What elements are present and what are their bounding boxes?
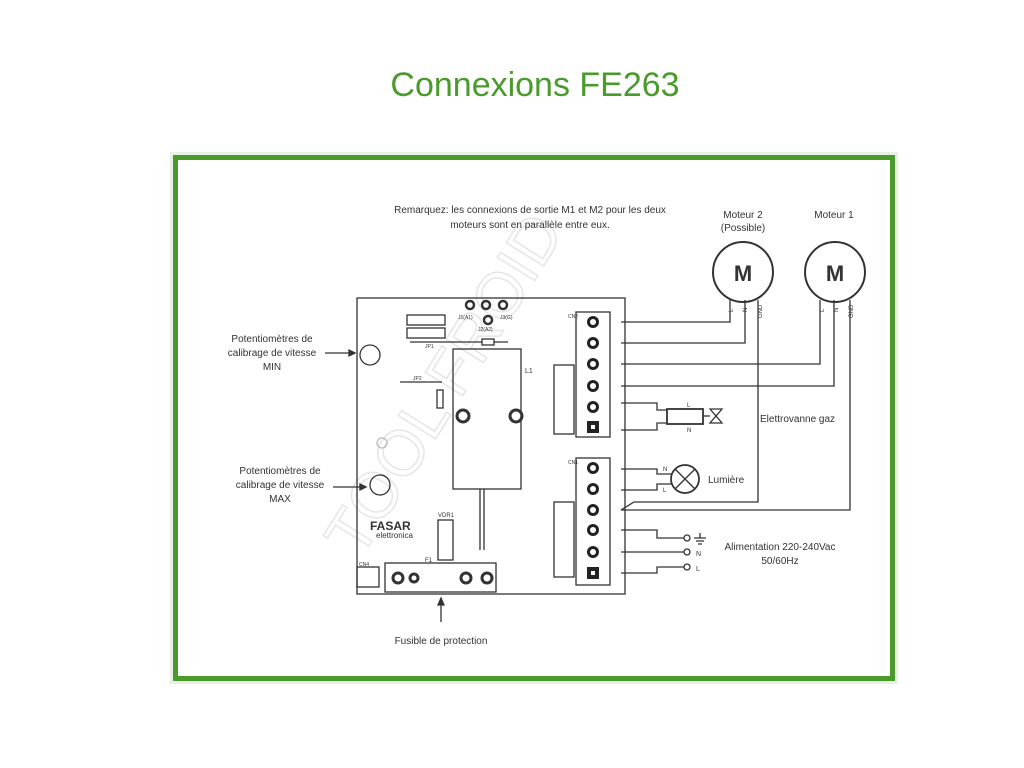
motor-1: Moteur 1 M L N GND — [804, 210, 866, 318]
svg-text:Potentiomètres de: Potentiomètres de — [231, 334, 313, 345]
svg-text:VDR1: VDR1 — [438, 513, 455, 519]
label-j3: J3(G) — [500, 315, 513, 321]
svg-text:L: L — [696, 566, 700, 573]
label-cn4: CN4 — [359, 562, 369, 568]
svg-text:Fusible de protection: Fusible de protection — [395, 636, 488, 647]
motor-wires — [620, 300, 851, 511]
diagram-frame — [170, 152, 898, 684]
svg-text:calibrage de vitesse: calibrage de vitesse — [236, 480, 325, 491]
svg-text:GND: GND — [849, 304, 855, 318]
label-jp1: JP1 — [425, 344, 434, 350]
svg-text:F1: F1 — [425, 558, 433, 564]
svg-text:L: L — [729, 308, 735, 312]
gas-valve: L N Elettrovanne gaz — [621, 402, 835, 434]
motor-2: Moteur 2 (Possible) M L N GND — [712, 210, 774, 318]
light: N L Lumière — [621, 464, 745, 494]
svg-text:N: N — [663, 467, 667, 473]
motor-symbol: M — [734, 261, 752, 286]
page-title: Connexions FE263 — [390, 66, 680, 104]
light-label: Lumière — [708, 475, 745, 486]
pcb-brand-sub: elettronica — [376, 531, 413, 540]
label-jp2: JP2 — [413, 376, 422, 382]
svg-text:GND: GND — [758, 304, 764, 318]
svg-text:MAX: MAX — [269, 494, 291, 505]
svg-text:(Possible): (Possible) — [721, 223, 765, 234]
power-label-2: 50/60Hz — [761, 556, 798, 567]
label-j1: J1(A1) — [458, 315, 473, 321]
svg-text:N: N — [743, 308, 749, 312]
svg-text:L1: L1 — [525, 368, 533, 375]
power-supply: N L Alimentation 220-240Vac 50/60Hz — [621, 529, 836, 574]
svg-text:L: L — [820, 308, 826, 312]
svg-text:CN2: CN2 — [568, 314, 578, 320]
svg-text:L: L — [663, 488, 667, 494]
svg-text:L: L — [687, 403, 691, 409]
svg-text:N: N — [696, 551, 701, 558]
svg-text:Moteur 2: Moteur 2 — [723, 210, 763, 221]
label-j2: J2(A2) — [478, 327, 493, 333]
svg-text:MIN: MIN — [263, 362, 281, 373]
valve-label: Elettrovanne gaz — [760, 414, 835, 425]
ground-icon — [694, 533, 706, 545]
svg-text:N: N — [834, 308, 840, 312]
motor-symbol: M — [826, 261, 844, 286]
power-label-1: Alimentation 220-240Vac — [725, 542, 836, 553]
fuse-label: Fusible de protection — [395, 596, 488, 647]
svg-text:CN1: CN1 — [568, 460, 578, 466]
note-line-1: Remarquez: les connexions de sortie M1 e… — [394, 205, 666, 216]
pcb-board: FASAR elettronica CN2 CN1 L1 VDR1 F1 JP1… — [356, 297, 626, 595]
pot-max-label: Potentiomètres de calibrage de vitesse M… — [236, 466, 368, 505]
pot-min-label: Potentiomètres de calibrage de vitesse M… — [228, 334, 357, 373]
pcb-brand: FASAR — [370, 519, 411, 533]
note-line-2: moteurs sont en parallèle entre eux. — [450, 220, 610, 231]
svg-text:Potentiomètres de: Potentiomètres de — [239, 466, 321, 477]
svg-text:Moteur 1: Moteur 1 — [814, 210, 854, 221]
svg-text:N: N — [687, 428, 691, 434]
svg-text:calibrage de vitesse: calibrage de vitesse — [228, 348, 317, 359]
